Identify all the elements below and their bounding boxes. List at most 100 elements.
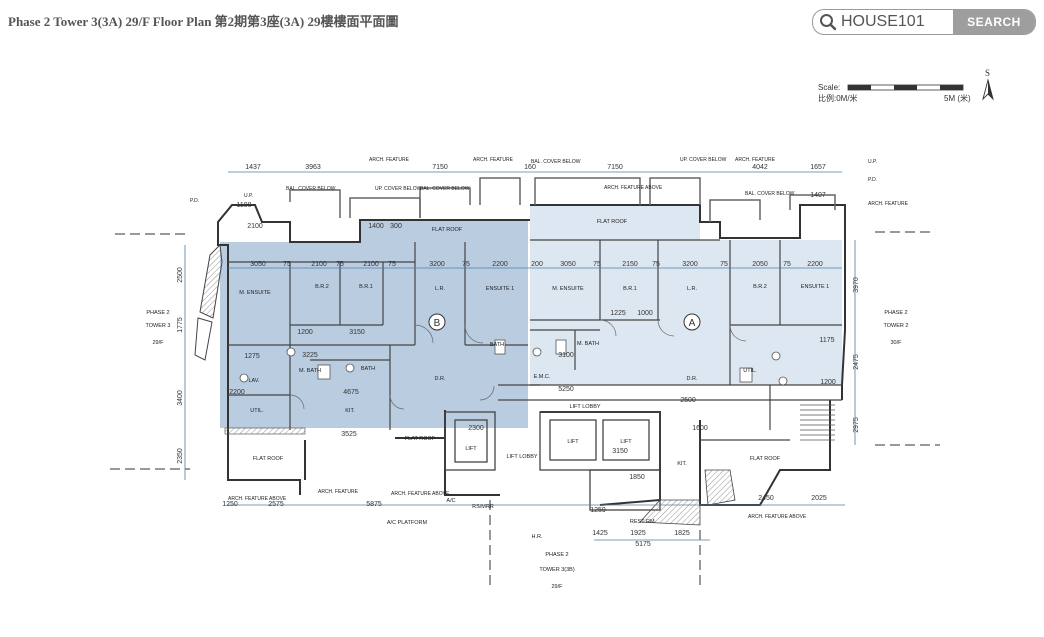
dim-row-a-5: 3200	[682, 261, 698, 268]
dim-top2-3: 300	[390, 223, 402, 230]
room-flat-roof-b2: FLAT ROOF	[405, 436, 436, 442]
search-field[interactable]: HOUSE101	[813, 10, 953, 34]
room-lift-b: LIFT	[465, 446, 477, 452]
dim-misc-14: 3225	[302, 352, 318, 359]
dim-misc-0: 1200	[297, 329, 313, 336]
dim-bottom-2: 5875	[366, 501, 382, 508]
room-ac: A/C	[446, 498, 455, 504]
top-projections	[289, 177, 836, 222]
dim-misc-6: 5250	[558, 386, 574, 393]
room-ensuite1-b: ENSUITE 1	[486, 286, 514, 292]
neighbour-bottom-phase: PHASE 2	[545, 552, 568, 558]
dim-misc-16: 1225	[610, 310, 626, 317]
dim-row-a-2: 75	[593, 261, 601, 268]
dim-right-2: 2975	[853, 417, 860, 433]
room-m-ensuite-mid: M. ENSUITE	[552, 286, 584, 292]
note-arch-feature-above-2: ARCH. FEATURE ABOVE	[228, 496, 287, 502]
neighbour-left-phase: PHASE 2	[146, 310, 169, 316]
dim-row-a-7: 2050	[752, 261, 768, 268]
dim-bottom2-3: 5175	[635, 541, 651, 548]
dim-bottom-3: 1259	[590, 507, 606, 514]
note-pd-2: P.D.	[868, 177, 877, 183]
dim-misc-17: 1000	[637, 310, 653, 317]
north-arrow-icon: S	[982, 68, 994, 101]
dim-misc-10: 3150	[612, 448, 628, 455]
neighbour-left: PHASE 2 TOWER 3 29/F	[146, 310, 171, 346]
dim-row-a-6: 75	[720, 261, 728, 268]
room-flat-roof-top: FLAT ROOF	[432, 227, 463, 233]
note-arch-feature-2: ARCH. FEATURE	[473, 157, 514, 163]
dim-row-b-7: 75	[462, 261, 470, 268]
room-util-a: UTIL.	[743, 368, 757, 374]
dim-misc-1: 3150	[349, 329, 365, 336]
dim-top-1: 3963	[305, 164, 321, 171]
room-lift-1: LIFT	[567, 439, 579, 445]
dim-misc-2: 1275	[244, 353, 260, 360]
dim-top-4: 7150	[607, 164, 623, 171]
room-rest-rm: REST RM.	[630, 519, 657, 525]
dim-row-b-2: 2100	[311, 261, 327, 268]
interior-walls-b	[228, 242, 528, 430]
neighbour-right: PHASE 2 TOWER 2 30/F	[884, 310, 909, 346]
scale-legend: Scale: 比例:0M/米 5M (米) S	[818, 66, 998, 106]
room-bath-mid: BATH	[490, 342, 504, 348]
room-lift-lobby-b: LIFT LOBBY	[506, 454, 537, 460]
note-up-cover-below-2: UP. COVER BELOW	[680, 157, 727, 163]
dim-bottom-1: 2575	[268, 501, 284, 508]
room-lav-b: LAV.	[248, 378, 259, 384]
note-bal-cover-below-2: BAL. COVER BELOW	[420, 186, 470, 192]
room-emc: E.M.C.	[534, 374, 551, 380]
annotations: ARCH. FEATURE ARCH. FEATURE ARCH. FEATUR…	[190, 157, 909, 520]
room-dr-a: D.R.	[687, 376, 698, 382]
dim-row-a-0: 200	[531, 261, 543, 268]
dimension-numbers: 1437 3963 7150 160 7150 4042 1657 1188 2…	[177, 164, 860, 548]
bottom-hatch-a	[639, 499, 701, 526]
room-bath-b: BATH	[361, 366, 375, 372]
room-lr-b: L.R.	[435, 286, 446, 292]
scale-bar	[847, 84, 964, 91]
dim-top-0: 1437	[245, 164, 261, 171]
dim-misc-11: 1850	[629, 474, 645, 481]
search-button[interactable]: SEARCH	[953, 10, 1035, 34]
interior-walls-a	[530, 239, 842, 441]
room-util-b: UTIL.	[250, 408, 264, 414]
dimension-lines	[184, 171, 856, 541]
bottom-hatch-b	[704, 469, 736, 506]
fixtures	[239, 339, 788, 386]
search-box[interactable]: HOUSE101 SEARCH	[812, 9, 1036, 35]
bottom-hatch-c	[224, 427, 306, 435]
boundary-lines	[110, 231, 940, 590]
dim-row-b-1: 75	[283, 261, 291, 268]
dim-row-b-5: 75	[388, 261, 396, 268]
dim-row-a-9: 2200	[807, 261, 823, 268]
dim-misc-7: 2300	[468, 425, 484, 432]
left-structure	[194, 317, 213, 361]
room-kit-a: KIT.	[677, 461, 687, 467]
neighbour-left-tower: TOWER 3	[146, 323, 171, 329]
dim-top-3: 160	[524, 164, 536, 171]
left-wall-hatch	[199, 243, 223, 319]
dim-misc-9: 1600	[692, 425, 708, 432]
room-m-bath-mid: M. BATH	[577, 341, 599, 347]
dim-misc-4: 4675	[343, 389, 359, 396]
door-swings	[289, 319, 747, 410]
room-kit-b: KIT.	[345, 408, 355, 414]
note-bal-cover-below-1: BAL. COVER BELOW	[286, 186, 336, 192]
room-lr-a: L.R.	[687, 286, 698, 292]
dim-row-a-3: 2150	[622, 261, 638, 268]
dim-misc-15: 3100	[558, 352, 574, 359]
note-bal-cover-below-3: BAL. COVER BELOW	[531, 159, 581, 165]
dim-misc-12: 1175	[819, 337, 834, 344]
room-br2-b: B.R.2	[315, 284, 329, 290]
note-bal-cover-below-4: BAL. COVER BELOW	[745, 191, 795, 197]
room-flat-roof-top2: FLAT ROOF	[597, 219, 628, 225]
dim-misc-8: 2500	[680, 397, 696, 404]
dim-row-b-6: 3200	[429, 261, 445, 268]
neighbour-right-floor: 30/F	[890, 340, 902, 346]
dim-row-b-3: 75	[336, 261, 344, 268]
dim-row-b-8: 2200	[492, 261, 508, 268]
dim-row-a-8: 75	[783, 261, 791, 268]
note-arch-feature-above-1: ARCH. FEATURE ABOVE	[604, 185, 663, 191]
scale-sub-label: 比例:0M/米	[818, 94, 858, 103]
